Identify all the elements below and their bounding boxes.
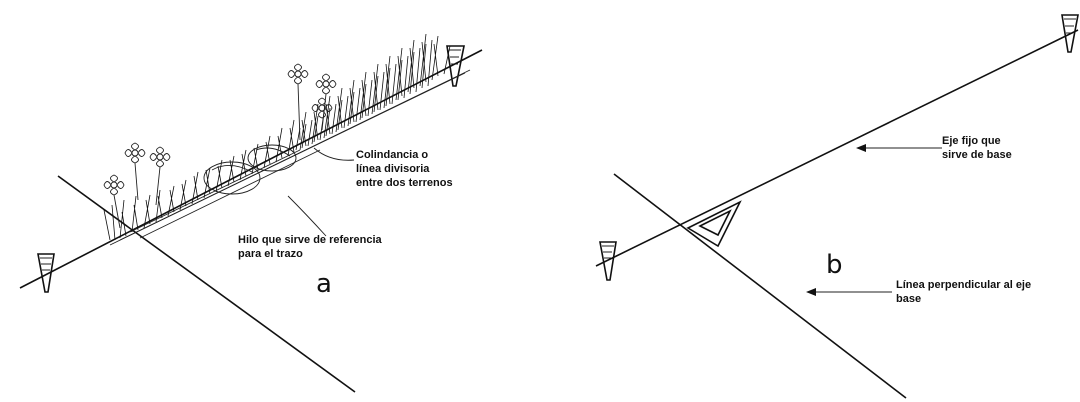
stake-left-b: [599, 241, 617, 281]
label-boundary-line-2: línea divisoria: [356, 163, 430, 175]
label-perpendicular-line-1: Línea perpendicular al eje: [896, 279, 1032, 291]
vegetation-boundary: [103, 33, 471, 246]
set-square-icon: [686, 200, 742, 248]
perpendicular-line-a: [57, 175, 356, 393]
panel-a-letter: a: [316, 269, 332, 299]
panel-b-diagram: [595, 14, 1079, 399]
stake-left-a: [37, 253, 55, 293]
panel-b-letter: b: [826, 250, 843, 280]
label-string-line-1: Hilo que sirve de referencia: [238, 234, 382, 246]
label-boundary-line-1: Colindancia o: [356, 149, 429, 161]
arrow-perpendicular: [806, 288, 892, 296]
label-string-line-2: para el trazo: [238, 248, 303, 260]
label-boundary-line-3: entre dos terrenos: [356, 177, 453, 189]
label-axis-line-2: sirve de base: [942, 149, 1012, 161]
label-perpendicular-line-2: base: [896, 293, 922, 305]
base-axis-line: [595, 29, 1079, 267]
label-axis-line-1: Eje fijo que: [942, 135, 1001, 147]
panel-a-diagram: [19, 33, 483, 393]
perpendicular-line-b: [613, 173, 907, 399]
arrow-axis: [856, 144, 942, 152]
leader-string-a: [287, 195, 327, 237]
leader-boundary-a: [313, 147, 355, 161]
stake-right-a: [446, 45, 465, 87]
